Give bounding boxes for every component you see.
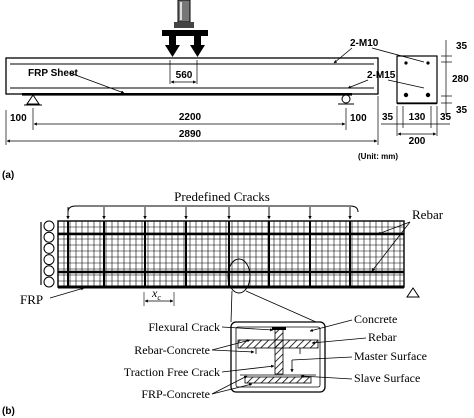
section-height: 280 bbox=[452, 74, 469, 85]
concrete-label: Concrete bbox=[354, 312, 397, 326]
support-roller-icon bbox=[341, 94, 351, 104]
section-left-cover: 35 bbox=[382, 112, 394, 123]
panel-a: FRP Sheet 560 2-M10 2-M15 35 280 35 bbox=[2, 0, 469, 181]
roller-icon bbox=[43, 254, 55, 266]
frp-label: FRP bbox=[20, 292, 43, 307]
section-right-cover: 35 bbox=[440, 112, 452, 123]
rebar-top-label: 2-M10 bbox=[350, 38, 379, 49]
cross-section bbox=[396, 55, 438, 105]
detail-rebar-label: Rebar bbox=[368, 330, 397, 344]
dim-total-length: 2890 bbox=[179, 129, 202, 140]
support-pin-icon bbox=[26, 94, 40, 105]
roller-icon bbox=[43, 276, 55, 288]
rebar-bottom-leader bbox=[347, 79, 369, 89]
unit-label: (Unit: mm) bbox=[358, 152, 398, 161]
detail-box bbox=[230, 321, 326, 393]
rebar-concrete-label: Rebar-Concrete bbox=[134, 343, 210, 357]
panel-a-label: (a) bbox=[2, 170, 14, 181]
section-top-cover: 35 bbox=[456, 41, 468, 52]
rebar-bottom-label: 2-M15 bbox=[367, 70, 396, 81]
panel-b-label: (b) bbox=[2, 406, 15, 417]
dim-end-right: 100 bbox=[350, 113, 367, 124]
svg-text:xc: xc bbox=[151, 286, 161, 302]
fe-mesh bbox=[57, 220, 405, 288]
xc-label: x bbox=[151, 286, 158, 300]
xc-subscript: c bbox=[157, 293, 161, 302]
predefined-cracks-brace bbox=[67, 205, 359, 213]
dim-load-spacing: 560 bbox=[176, 70, 193, 81]
roller-icon bbox=[43, 220, 55, 232]
predefined-crack-lines bbox=[67, 221, 351, 287]
frp-concrete-label: FRP-Concrete bbox=[141, 387, 210, 401]
section-core-width: 130 bbox=[409, 112, 426, 123]
master-surface-label: Master Surface bbox=[354, 349, 427, 363]
loading-beam bbox=[162, 30, 208, 57]
dim-end-left: 100 bbox=[10, 113, 27, 124]
frp-sheet-leader bbox=[69, 72, 125, 94]
frp-sheet bbox=[22, 93, 352, 96]
right-support-icon bbox=[406, 287, 420, 298]
rebar-top-leader bbox=[333, 47, 353, 64]
rebar-label: Rebar bbox=[412, 207, 444, 222]
zoom-circle bbox=[227, 258, 251, 294]
dim-clear-span: 2200 bbox=[179, 112, 202, 123]
section-bottom-cover: 35 bbox=[456, 105, 468, 116]
roller-icon bbox=[43, 265, 55, 277]
predefined-cracks-label: Predefined Cracks bbox=[174, 189, 270, 204]
crack-arrows bbox=[66, 207, 352, 220]
actuator bbox=[174, 0, 194, 28]
panel-b: Predefined Cracks Rebar FRP xc bbox=[2, 189, 444, 417]
slave-surface-label: Slave Surface bbox=[354, 371, 420, 385]
roller-icon bbox=[43, 242, 55, 254]
flexural-crack-label: Flexural Crack bbox=[148, 320, 220, 334]
section-width: 200 bbox=[409, 136, 426, 147]
traction-free-crack-label: Traction Free Crack bbox=[124, 365, 220, 379]
left-rollers bbox=[40, 220, 55, 288]
roller-icon bbox=[43, 231, 55, 243]
frp-sheet-label: FRP Sheet bbox=[28, 68, 78, 79]
